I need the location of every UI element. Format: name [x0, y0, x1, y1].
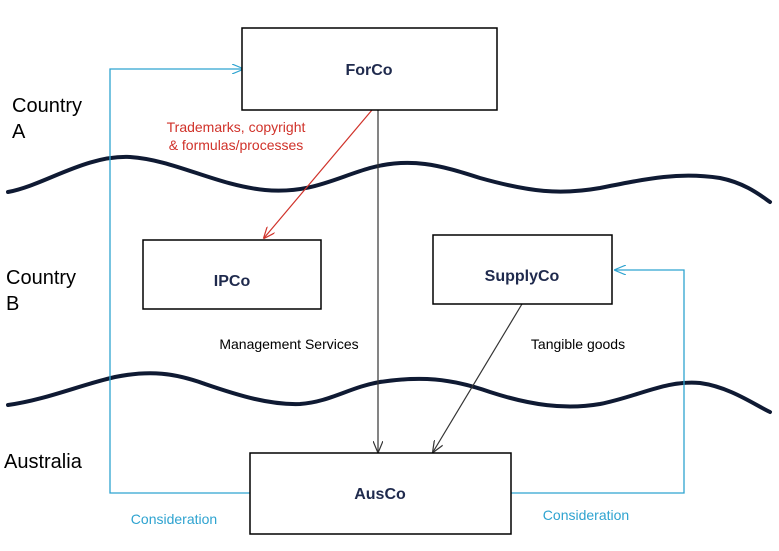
ip-flow-label-line1: Trademarks, copyright [167, 119, 306, 135]
consideration-label-left: Consideration [131, 511, 217, 527]
border-wave-country-a-b [6, 154, 772, 204]
tangible-goods-flow [433, 303, 523, 452]
region-label-country-b: Country [6, 267, 76, 289]
tangible-goods-label: Tangible goods [531, 336, 625, 352]
region-label-country-b-letter: B [6, 293, 19, 315]
ip-flow-label-line2: & formulas/processes [169, 137, 304, 153]
entity-label-supplyco: SupplyCo [485, 268, 560, 285]
region-label-country-a: Country [12, 95, 82, 117]
entity-label-ipco: IPCo [214, 273, 251, 290]
entity-label-forco: ForCo [345, 62, 392, 79]
entity-box-forco: ForCo [241, 27, 498, 111]
region-label-country-a-letter: A [12, 121, 26, 143]
management-services-label: Management Services [219, 336, 358, 352]
entity-box-ipco: IPCo [142, 239, 322, 310]
entity-label-ausco: AusCo [354, 486, 406, 503]
entity-box-supplyco: SupplyCo [432, 234, 613, 305]
consideration-flow-left [109, 69, 250, 494]
region-label-australia: Australia [4, 451, 83, 473]
consideration-flow-right [511, 270, 685, 494]
ip-licence-flow [264, 109, 373, 238]
border-wave-country-b-australia [6, 371, 772, 414]
consideration-label-right: Consideration [543, 507, 629, 523]
entity-box-ausco: AusCo [249, 452, 512, 535]
